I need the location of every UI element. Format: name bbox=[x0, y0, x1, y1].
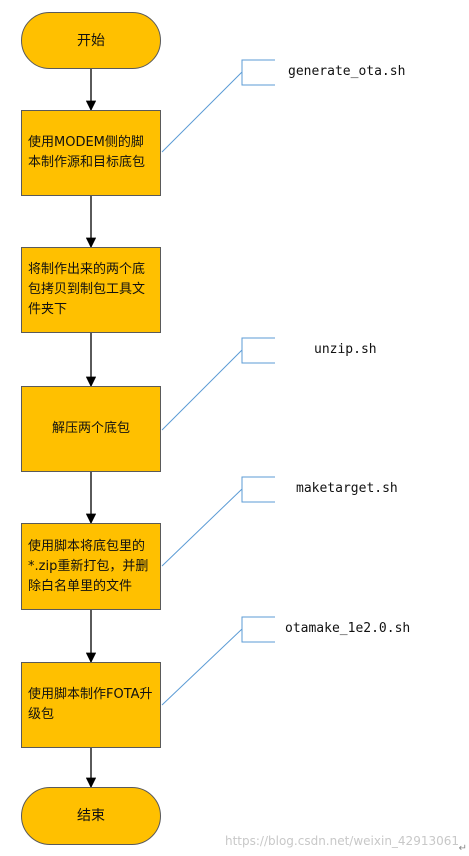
watermark-text: https://blog.csdn.net/weixin_42913061 bbox=[224, 834, 459, 848]
callout-generate-ota bbox=[161, 59, 275, 153]
annotation-unzip: unzip.sh bbox=[314, 342, 377, 357]
annotation-otamake: otamake_1e2.0.sh bbox=[285, 621, 411, 636]
annotation-generate-ota: generate_ota.sh bbox=[288, 64, 406, 79]
step4-node: 使用脚本将底包里的*.zip重新打包，并删除白名单里的文件 bbox=[21, 523, 161, 610]
start-node: 开始 bbox=[21, 12, 161, 69]
annotation-maketarget: maketarget.sh bbox=[296, 481, 398, 496]
step2-node: 将制作出来的两个底包拷贝到制包工具文件夹下 bbox=[21, 247, 161, 333]
callout-otamake bbox=[161, 616, 275, 706]
paragraph-mark-icon: ↵ bbox=[458, 843, 467, 854]
callout-unzip bbox=[161, 337, 275, 431]
step1-node: 使用MODEM侧的脚本制作源和目标底包 bbox=[21, 110, 161, 196]
callout-maketarget bbox=[161, 476, 275, 567]
end-node: 结束 bbox=[21, 787, 161, 845]
step5-node: 使用脚本制作FOTA升级包 bbox=[21, 662, 161, 748]
step3-node: 解压两个底包 bbox=[21, 386, 161, 472]
